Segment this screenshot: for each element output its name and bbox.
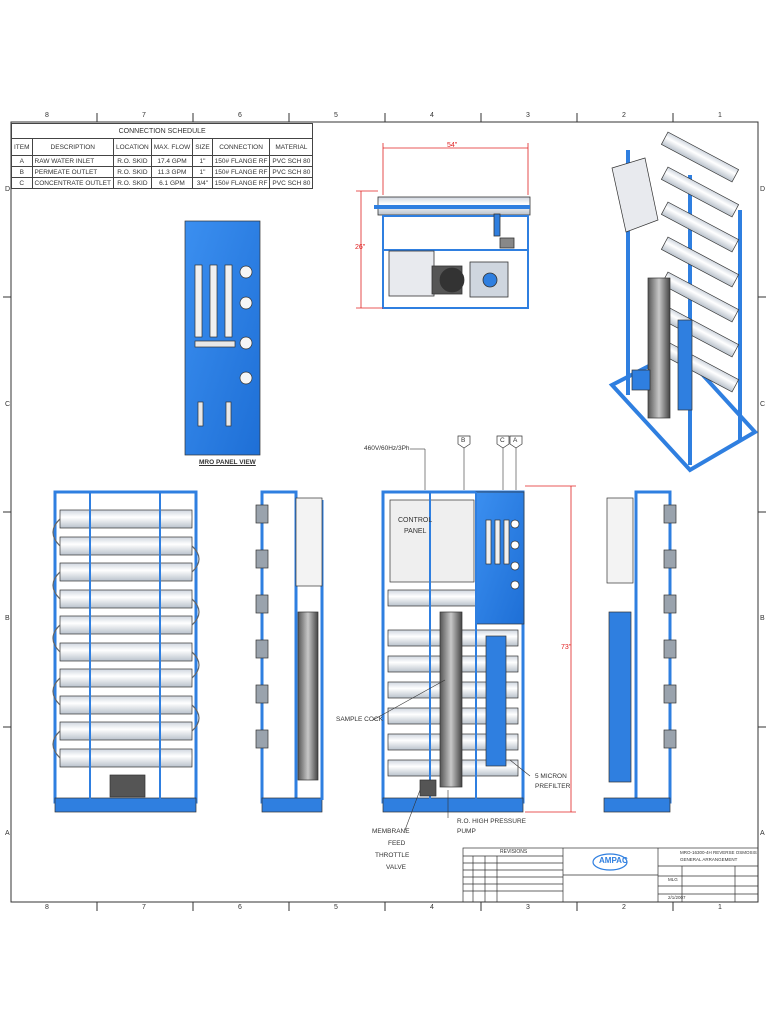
control-panel-label-2: PANEL — [404, 528, 427, 535]
table-cell: PVC SCH 80 — [269, 177, 314, 189]
schedule-title: CONNECTION SCHEDULE — [10, 123, 314, 139]
valve-callout-4: VALVE — [386, 864, 406, 871]
drawn-by: MLG — [668, 877, 678, 882]
column-header: ITEM — [11, 138, 33, 156]
connection-schedule-table: CONNECTION SCHEDULE ITEM DESCRIPTION LOC… — [10, 123, 314, 189]
zone-label: 1 — [718, 904, 722, 911]
front-view-left — [52, 490, 200, 813]
drawing-date: 2/1/2007 — [668, 895, 686, 900]
table-cell: 1" — [192, 166, 213, 178]
table-row: C CONCENTRATE OUTLET R.O. SKID 6.1 GPM 3… — [11, 177, 314, 189]
zone-label: A — [5, 830, 10, 837]
zone-label: A — [760, 830, 765, 837]
connection-tags — [457, 435, 523, 449]
table-cell: PERMEATE OUTLET — [31, 166, 114, 178]
zone-label: 3 — [526, 904, 530, 911]
table-cell: CONCENTRATE OUTLET — [31, 177, 114, 189]
tag-a: A — [513, 437, 518, 444]
valve-callout-2: FEED — [388, 840, 406, 847]
zone-label: 7 — [142, 112, 146, 119]
height-dimension-label: 73" — [561, 644, 572, 651]
tag-b: B — [461, 437, 466, 444]
zone-ticks — [3, 113, 766, 911]
pump-callout: R.O. HIGH PRESSURE — [457, 818, 526, 825]
zone-label: 6 — [238, 904, 242, 911]
zone-label: 8 — [45, 112, 49, 119]
valve-callout-3: THROTTLE — [375, 852, 410, 859]
zone-label: 2 — [622, 112, 626, 119]
revisions-label: REVISIONS — [500, 849, 528, 855]
zone-label: C — [5, 401, 11, 408]
table-cell: B — [11, 166, 33, 178]
tag-c: C — [500, 437, 505, 444]
depth-dimension-label: 26" — [355, 244, 366, 251]
prefilter-callout: 5 MICRON — [535, 773, 567, 780]
column-header: SIZE — [192, 138, 213, 156]
height-dimension — [525, 485, 576, 813]
zone-label: B — [760, 615, 765, 622]
column-header: MAX. FLOW — [150, 138, 194, 156]
prefilter-callout-2: PREFILTER — [535, 783, 571, 790]
side-view-right — [603, 490, 677, 813]
company-logo-text: AMPAC — [599, 856, 628, 865]
zone-label: 5 — [334, 112, 338, 119]
callout-leaders — [372, 444, 531, 831]
table-cell: 17.4 GPM — [150, 155, 194, 167]
table-cell: A — [11, 155, 33, 167]
zone-label: D — [5, 186, 11, 193]
column-header: LOCATION — [112, 138, 152, 156]
table-cell: 150# FLANGE RF — [211, 166, 271, 178]
isometric-view — [608, 131, 759, 473]
valve-callout: MEMBRANE — [372, 828, 410, 835]
column-header: MATERIAL — [269, 138, 314, 156]
side-view-left — [255, 490, 324, 813]
table-row: B PERMEATE OUTLET R.O. SKID 11.3 GPM 1" … — [11, 166, 314, 178]
table-cell: 11.3 GPM — [150, 166, 194, 178]
width-dimension-label: 54" — [447, 142, 458, 149]
table-cell: PVC SCH 80 — [269, 166, 314, 178]
table-cell: R.O. SKID — [112, 177, 152, 189]
top-view-dimensions — [356, 143, 529, 309]
front-view-main — [381, 490, 525, 813]
table-cell: PVC SCH 80 — [269, 155, 314, 167]
power-callout: 460V/60Hz/3Ph — [364, 445, 410, 452]
zone-label: 7 — [142, 904, 146, 911]
zone-label: 1 — [718, 112, 722, 119]
table-cell: C — [11, 177, 33, 189]
top-view — [374, 196, 531, 309]
zone-label: B — [5, 615, 10, 622]
company-logo — [592, 853, 628, 871]
control-panel-label: CONTROL — [398, 517, 433, 524]
table-cell: 1" — [192, 155, 213, 167]
table-cell: 150# FLANGE RF — [211, 177, 271, 189]
zone-label: 5 — [334, 904, 338, 911]
schedule-header-row: ITEM DESCRIPTION LOCATION MAX. FLOW SIZE… — [11, 138, 314, 156]
zone-label: 3 — [526, 112, 530, 119]
zone-label: D — [760, 186, 766, 193]
panel-view — [184, 220, 261, 456]
column-header: DESCRIPTION — [31, 138, 114, 156]
zone-label: C — [760, 401, 766, 408]
drawing-title: MRO-16300-4H REVERSE OSMOSIS — [680, 850, 757, 855]
title-block — [462, 847, 759, 903]
table-cell: R.O. SKID — [112, 166, 152, 178]
table-cell: R.O. SKID — [112, 155, 152, 167]
zone-label: 6 — [238, 112, 242, 119]
table-cell: 6.1 GPM — [150, 177, 194, 189]
zone-label: 4 — [430, 112, 434, 119]
drawing-title-2: GENERAL ARRANGEMENT — [680, 857, 738, 862]
zone-label: 2 — [622, 904, 626, 911]
table-row: A RAW WATER INLET R.O. SKID 17.4 GPM 1" … — [11, 155, 314, 167]
table-cell: 3/4" — [192, 177, 213, 189]
table-cell: RAW WATER INLET — [31, 155, 114, 167]
zone-label: 4 — [430, 904, 434, 911]
table-cell: 150# FLANGE RF — [211, 155, 271, 167]
column-header: CONNECTION — [211, 138, 271, 156]
zone-label: 8 — [45, 904, 49, 911]
sample-cock-callout: SAMPLE COCK — [336, 716, 383, 723]
pump-callout-2: PUMP — [457, 828, 476, 835]
panel-view-label: MRO PANEL VIEW — [199, 459, 256, 466]
